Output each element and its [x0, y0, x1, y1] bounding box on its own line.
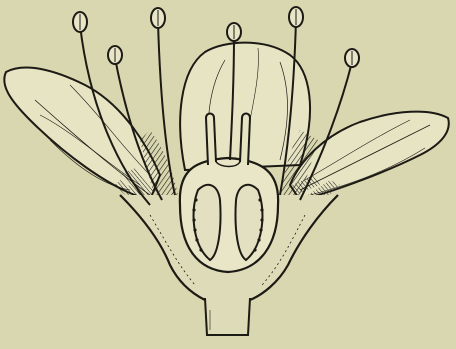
pedicel [205, 298, 250, 335]
left-petal [4, 68, 160, 200]
right-petal [290, 112, 449, 200]
ovary [180, 158, 278, 272]
